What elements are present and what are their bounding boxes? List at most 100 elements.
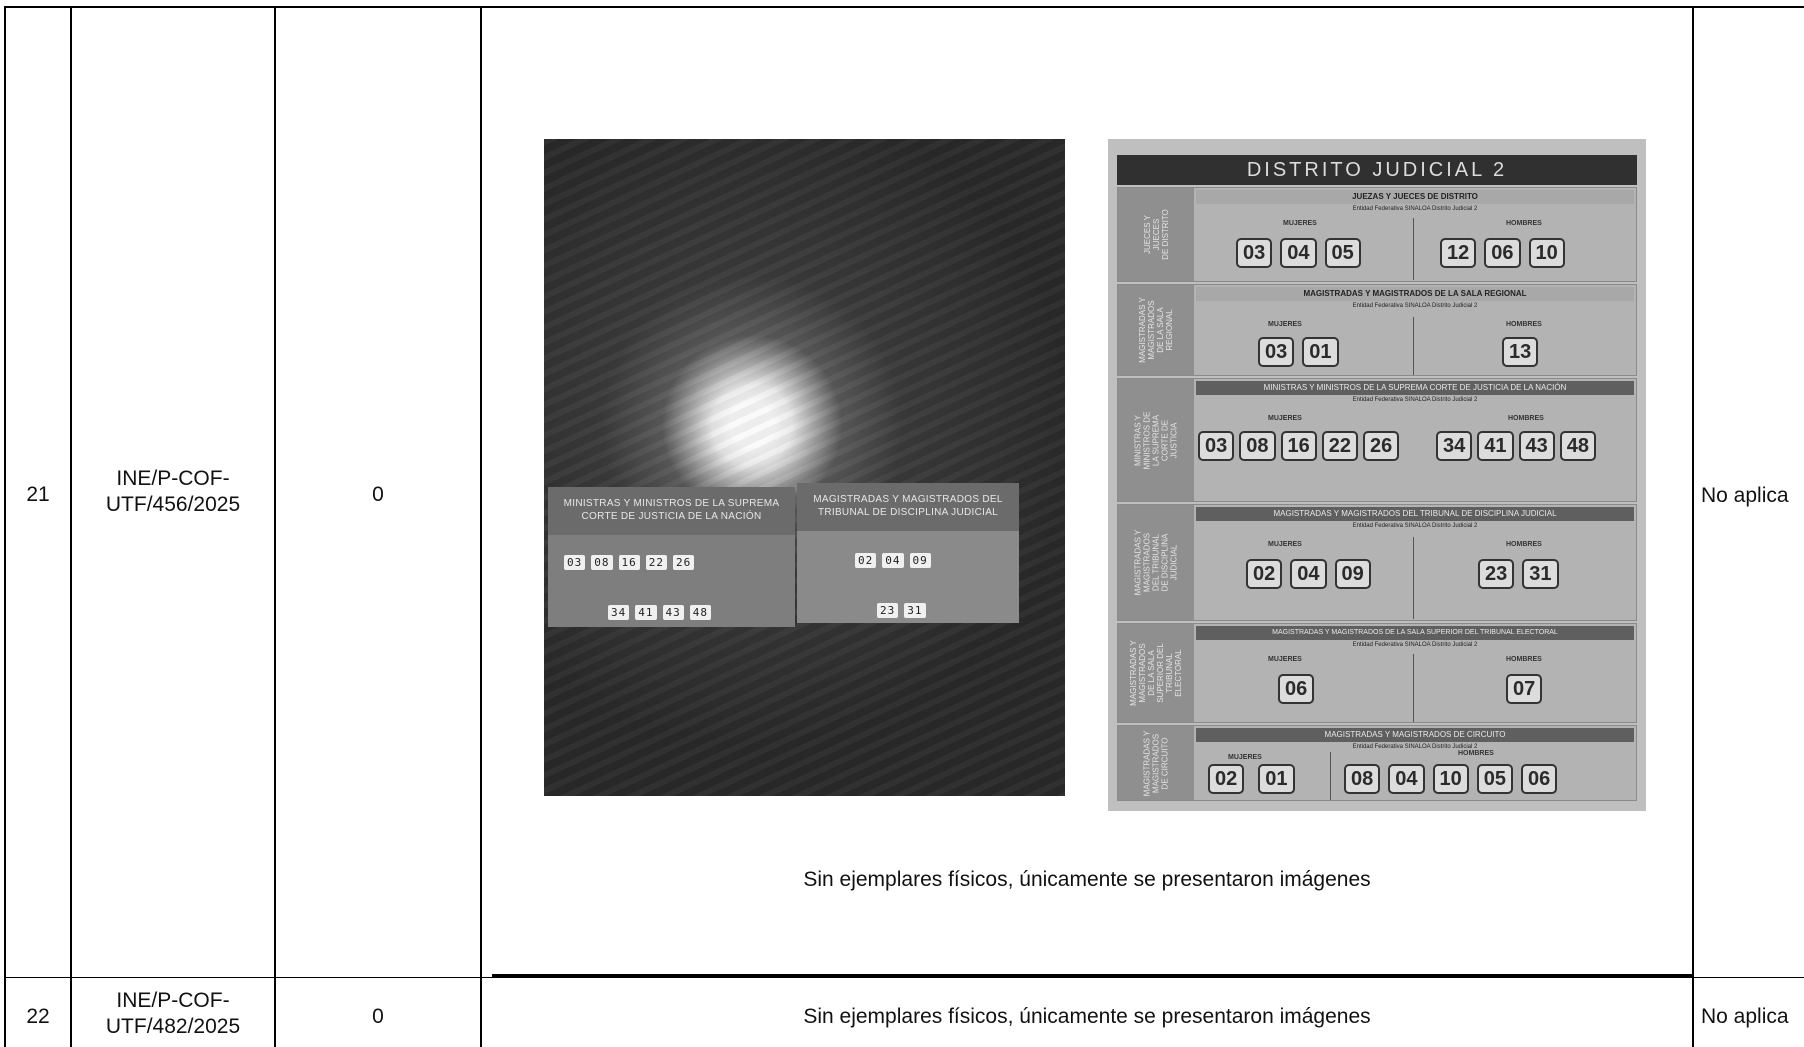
booklet-title-line1: MAGISTRADAS Y MAGISTRADOS DEL bbox=[813, 494, 1003, 505]
section-divider bbox=[1413, 537, 1414, 619]
digit: 34 bbox=[608, 605, 630, 620]
section-meta: Entidad Federativa SINALOA Distrito Judi… bbox=[1352, 397, 1478, 403]
digit: 08 bbox=[591, 555, 613, 570]
ballot-section: MINISTRAS Y MINISTROS DE LA SUPREMA CORT… bbox=[1117, 378, 1637, 502]
section-divider bbox=[1413, 654, 1414, 722]
section-meta: Entidad Federativa SINALOA Distrito Judi… bbox=[1352, 642, 1478, 648]
note-text: Sin ejemplares físicos, únicamente se pr… bbox=[803, 1005, 1371, 1028]
section-divider bbox=[1413, 218, 1414, 280]
women-values: 03 01 bbox=[1258, 337, 1339, 367]
women-values: 03 04 05 bbox=[1236, 238, 1361, 268]
men-label: HOMBRES bbox=[1508, 415, 1544, 422]
evidence-photo-ballot-sheet: DISTRITO JUDICIAL 2 JUECES Y JUECES DE D… bbox=[1108, 139, 1646, 811]
digit: 03 bbox=[564, 555, 586, 570]
digit: 48 bbox=[689, 605, 711, 620]
digits-men: 34 41 43 48 bbox=[608, 605, 711, 620]
women-label: MUJERES bbox=[1268, 656, 1302, 663]
women-values: 02 01 bbox=[1208, 764, 1295, 794]
file-code-line2: UTF/482/2025 bbox=[105, 1015, 241, 1038]
booklet-body: 03 08 16 22 26 34 41 43 48 bbox=[548, 535, 795, 627]
women-label: MUJERES bbox=[1268, 541, 1302, 548]
value-box: 16 bbox=[1280, 431, 1317, 461]
file-code-line1: INE/P-COF- bbox=[116, 467, 230, 490]
section-side-label: MAGISTRADAS Y MAGISTRADOS DEL TRIBUNAL D… bbox=[1118, 505, 1194, 620]
digit: 02 bbox=[855, 553, 877, 568]
value-box: 01 bbox=[1302, 337, 1339, 367]
file-code-line2: UTF/456/2025 bbox=[105, 493, 241, 516]
booklet-body: 02 04 09 23 31 bbox=[797, 531, 1019, 623]
digits-men: 23 31 bbox=[877, 603, 926, 618]
value-box: 08 bbox=[1344, 764, 1381, 794]
booklet-header: MAGISTRADAS Y MAGISTRADOS DEL TRIBUNAL D… bbox=[797, 483, 1019, 531]
digits-women: 03 08 16 22 26 bbox=[564, 555, 695, 570]
men-label: HOMBRES bbox=[1506, 220, 1542, 227]
men-values: 12 06 10 bbox=[1440, 238, 1565, 268]
ballot-section: MAGISTRADAS Y MAGISTRADOS DEL TRIBUNAL D… bbox=[1117, 504, 1637, 621]
row-number: 21 bbox=[26, 483, 50, 506]
booklet-title-line2: TRIBUNAL DE DISCIPLINA JUDICIAL bbox=[817, 507, 999, 518]
status-text: No aplica bbox=[1701, 1005, 1789, 1028]
booklet-discipline-tribunal: MAGISTRADAS Y MAGISTRADOS DEL TRIBUNAL D… bbox=[797, 483, 1019, 623]
value-box: 04 bbox=[1388, 764, 1425, 794]
ballot-section: MAGISTRADAS Y MAGISTRADOS DE CIRCUITO MA… bbox=[1117, 725, 1637, 801]
section-side-label: MINISTRAS Y MINISTROS DE LA SUPREMA CORT… bbox=[1118, 379, 1194, 501]
value-box: 02 bbox=[1246, 559, 1283, 589]
men-values: 23 31 bbox=[1478, 559, 1559, 589]
section-meta: Entidad Federativa SINALOA Distrito Judi… bbox=[1352, 303, 1478, 309]
men-values: 13 bbox=[1502, 337, 1539, 367]
value-box: 23 bbox=[1478, 559, 1515, 589]
section-heading: MINISTRAS Y MINISTROS DE LA SUPREMA CORT… bbox=[1196, 381, 1634, 395]
count-value: 0 bbox=[372, 1005, 384, 1028]
ballot-title: DISTRITO JUDICIAL 2 bbox=[1117, 155, 1637, 185]
men-label: HOMBRES bbox=[1506, 656, 1542, 663]
women-label: MUJERES bbox=[1228, 754, 1262, 761]
value-box: 09 bbox=[1334, 559, 1371, 589]
digit: 22 bbox=[645, 555, 667, 570]
section-side-label: JUECES Y JUECES DE DISTRITO bbox=[1118, 188, 1194, 281]
digit: 31 bbox=[904, 603, 926, 618]
men-values: 08 04 10 05 06 bbox=[1344, 764, 1558, 794]
ballot-section: MAGISTRADAS Y MAGISTRADOS DE LA SALA SUP… bbox=[1117, 623, 1637, 723]
men-label: HOMBRES bbox=[1458, 750, 1494, 757]
section-divider bbox=[1330, 752, 1331, 800]
digit: 23 bbox=[877, 603, 899, 618]
ballot-section: JUECES Y JUECES DE DISTRITO JUEZAS Y JUE… bbox=[1117, 187, 1637, 282]
value-box: 02 bbox=[1208, 764, 1245, 794]
value-box: 06 bbox=[1484, 238, 1521, 268]
men-values: 07 bbox=[1506, 674, 1543, 704]
file-code-line1: INE/P-COF- bbox=[116, 989, 230, 1012]
digit: 43 bbox=[662, 605, 684, 620]
value-box: 26 bbox=[1363, 431, 1400, 461]
digit: 41 bbox=[635, 605, 657, 620]
section-side-label: MAGISTRADAS Y MAGISTRADOS DE LA SALA REG… bbox=[1118, 285, 1194, 375]
value-box: 04 bbox=[1290, 559, 1327, 589]
value-box: 06 bbox=[1521, 764, 1558, 794]
column-divider bbox=[1692, 6, 1694, 1047]
value-box: 07 bbox=[1506, 674, 1543, 704]
value-box: 03 bbox=[1236, 238, 1273, 268]
women-values: 03 08 16 22 26 bbox=[1198, 431, 1400, 461]
column-divider bbox=[274, 6, 276, 1047]
column-divider bbox=[480, 6, 482, 1047]
value-box: 03 bbox=[1198, 431, 1235, 461]
value-box: 22 bbox=[1321, 431, 1358, 461]
women-values: 02 04 09 bbox=[1246, 559, 1371, 589]
value-box: 05 bbox=[1476, 764, 1513, 794]
row-divider bbox=[4, 977, 1804, 978]
booklet-header: MINISTRAS Y MINISTROS DE LA SUPREMA CORT… bbox=[548, 487, 795, 535]
value-box: 01 bbox=[1258, 764, 1295, 794]
booklet-title-line2: CORTE DE JUSTICIA DE LA NACIÓN bbox=[581, 511, 762, 522]
column-divider bbox=[70, 6, 72, 1047]
count-value: 0 bbox=[372, 483, 384, 506]
value-box: 43 bbox=[1518, 431, 1555, 461]
section-divider bbox=[1413, 317, 1414, 375]
men-label: HOMBRES bbox=[1506, 321, 1542, 328]
men-values: 34 41 43 48 bbox=[1436, 431, 1596, 461]
value-box: 04 bbox=[1280, 238, 1317, 268]
ballot-section: MAGISTRADAS Y MAGISTRADOS DE LA SALA REG… bbox=[1117, 284, 1637, 376]
status-text: No aplica bbox=[1701, 484, 1789, 507]
photo-texture bbox=[544, 139, 1065, 796]
section-meta: Entidad Federativa SINALOA Distrito Judi… bbox=[1352, 206, 1478, 212]
row-number: 22 bbox=[26, 1005, 50, 1028]
section-side-label: MAGISTRADAS Y MAGISTRADOS DE LA SALA SUP… bbox=[1118, 624, 1194, 722]
